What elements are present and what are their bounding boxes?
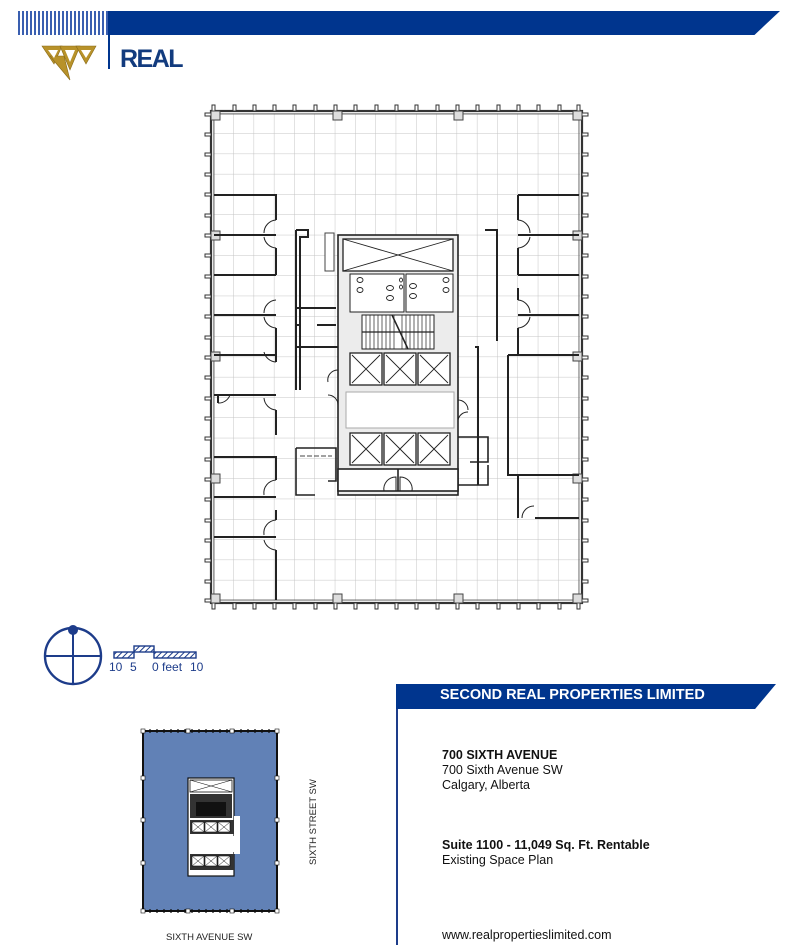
info-divider — [396, 709, 398, 945]
title-bar — [396, 684, 776, 709]
suite-headline: Suite 1100 - 11,049 Sq. Ft. Rentable — [442, 838, 650, 852]
scale-label: 0 feet — [152, 660, 183, 674]
brand-wordmark: REAL — [120, 45, 184, 73]
address-line-2: Calgary, Alberta — [442, 778, 531, 792]
scale-label: 10 — [109, 660, 123, 674]
suite-info: Suite 1100 - 11,049 Sq. Ft. Rentable Exi… — [442, 838, 650, 868]
street-label-south: SIXTH AVENUE SW — [166, 932, 253, 943]
scale-label: 5 — [130, 660, 137, 674]
header-stripes — [18, 11, 108, 35]
property-name: 700 SIXTH AVENUE — [442, 748, 558, 762]
website-link[interactable]: www.realpropertieslimited.com — [442, 928, 612, 942]
scale-label: 10 — [190, 660, 204, 674]
header-bar — [108, 11, 780, 35]
header-divider — [108, 35, 110, 69]
street-label-east: SIXTH STREET SW — [308, 779, 319, 865]
key-plan — [140, 728, 280, 914]
north-arrow-icon — [43, 625, 103, 686]
company-title: SECOND REAL PROPERTIES LIMITED — [440, 687, 705, 703]
suite-subtitle: Existing Space Plan — [442, 853, 554, 867]
address-line-1: 700 Sixth Avenue SW — [442, 763, 563, 777]
company-logo-icon — [41, 45, 97, 81]
property-info: 700 SIXTH AVENUE 700 Sixth Avenue SW Cal… — [442, 748, 563, 793]
floor-plan — [204, 104, 589, 610]
scale-bar-icon — [113, 645, 197, 659]
